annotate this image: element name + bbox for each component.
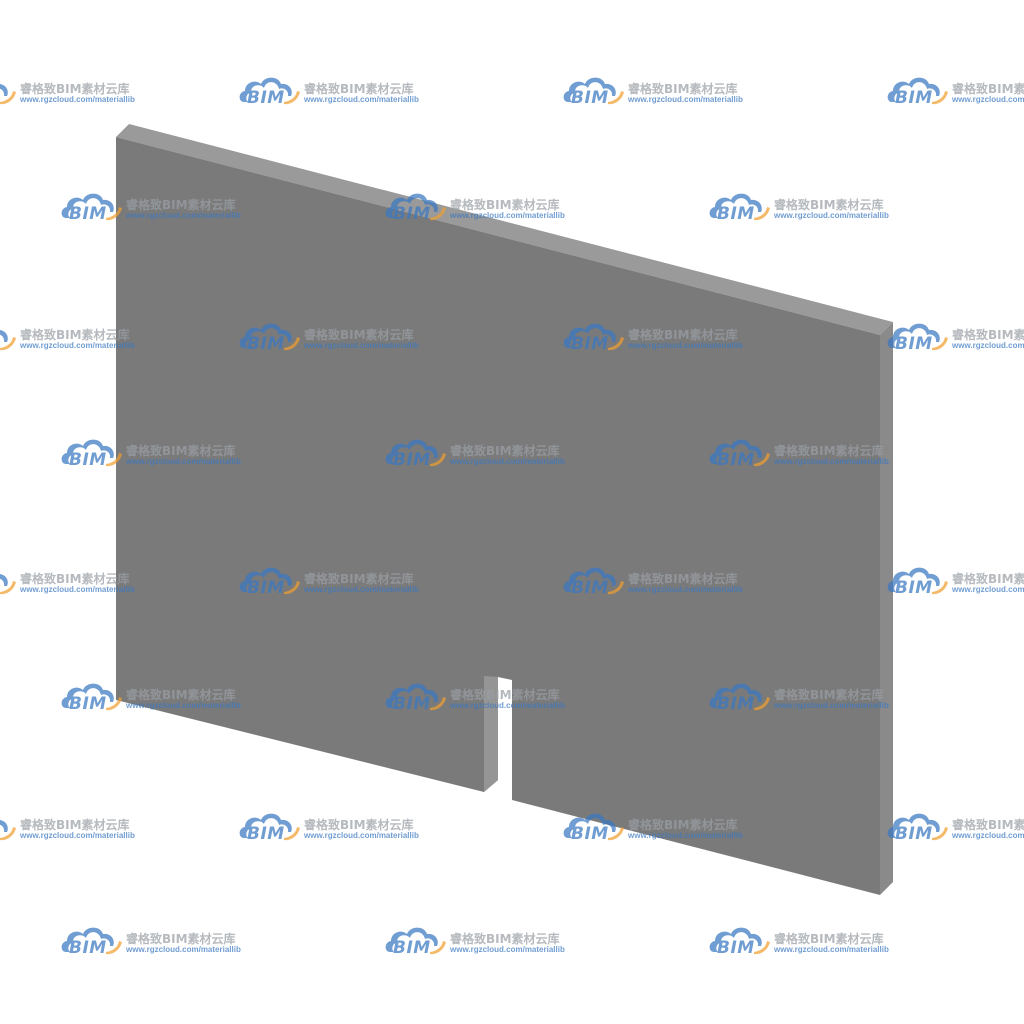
slot-notch	[484, 676, 498, 792]
slab-side-face	[880, 322, 893, 895]
slab-top-face	[116, 124, 893, 335]
slab-front-face	[116, 137, 880, 895]
